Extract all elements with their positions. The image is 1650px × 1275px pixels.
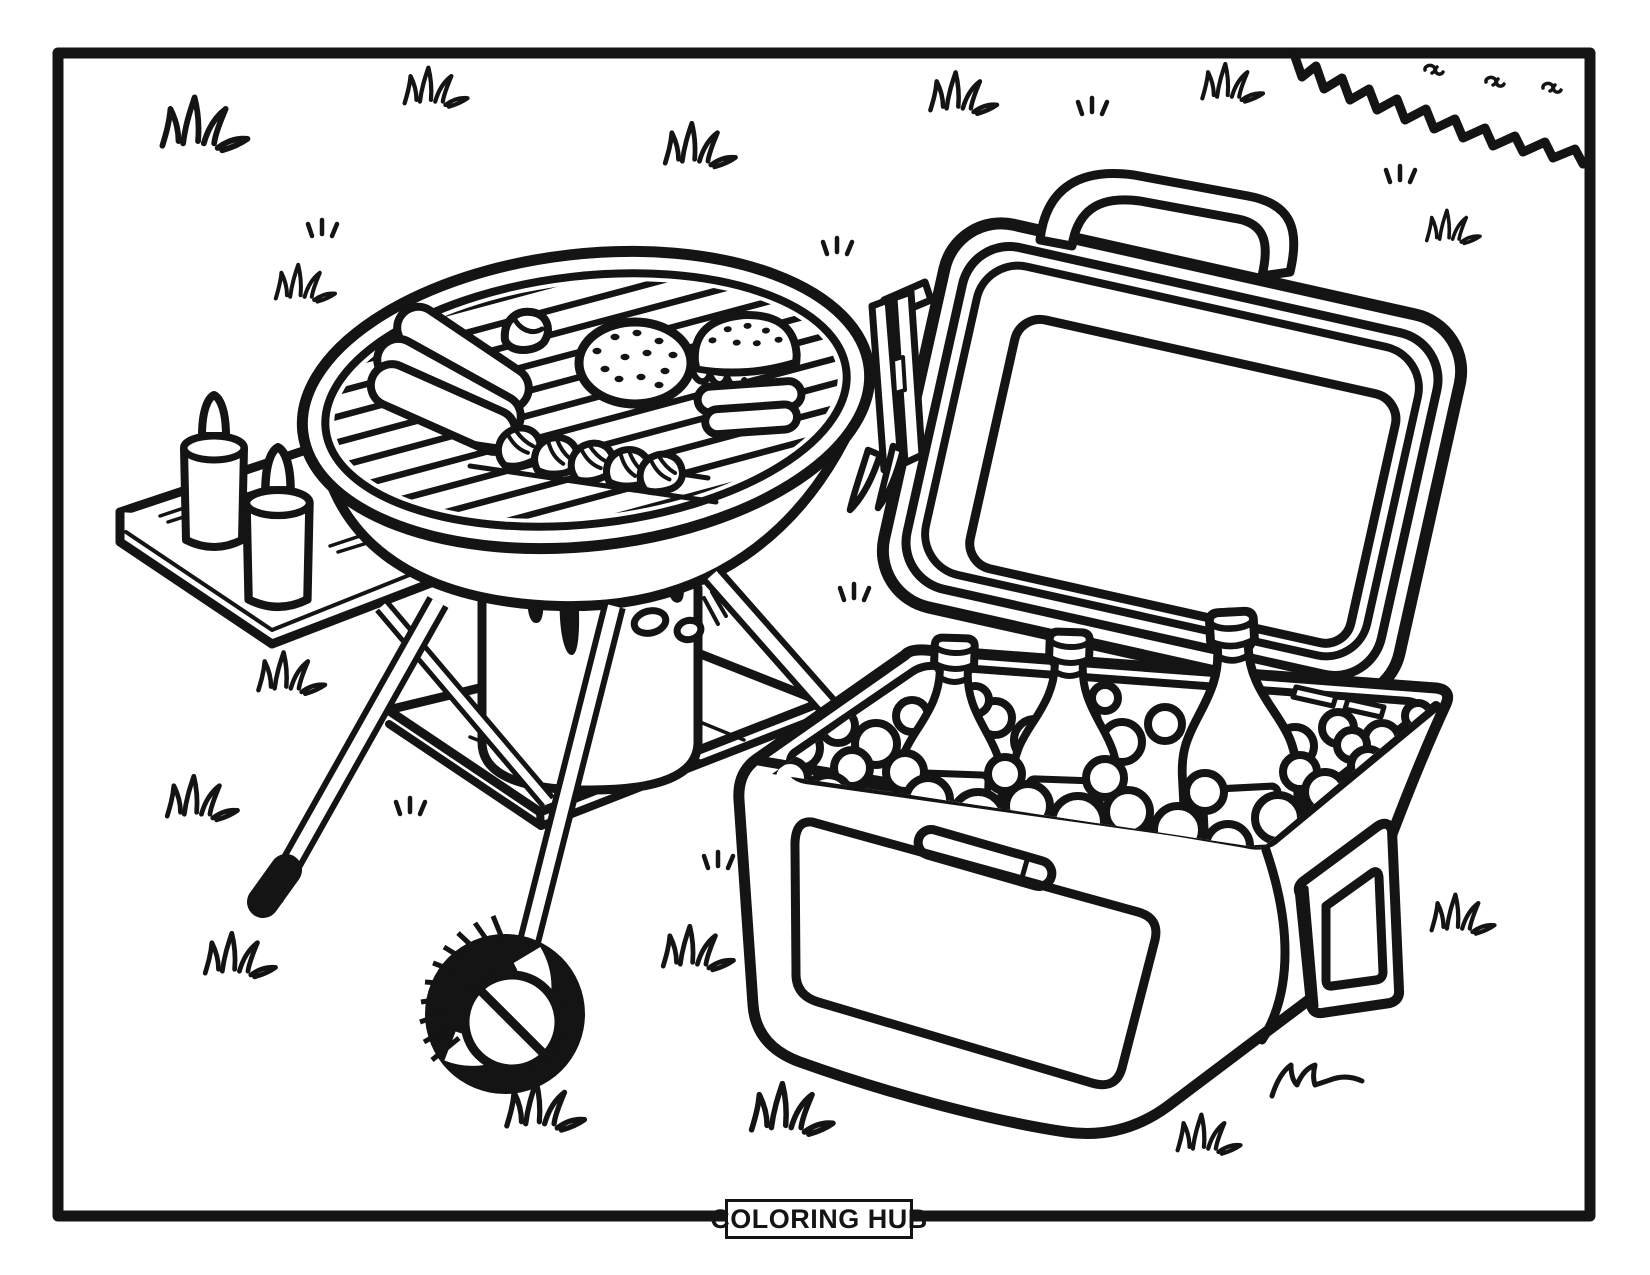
vent-hole (630, 607, 670, 637)
grass-tuft (276, 265, 335, 302)
grass-tuft (258, 652, 325, 693)
hinge-slots (1290, 684, 1387, 720)
squeeze-bottle (242, 443, 314, 612)
lid-handle (1035, 169, 1299, 281)
kebab-bite (500, 307, 552, 354)
grass-ticks (823, 238, 852, 254)
grass-tuft (1432, 895, 1495, 934)
grass-tuft (205, 933, 275, 977)
cooler-corner-edge (1257, 845, 1290, 1045)
sesame-burger-bun (574, 317, 696, 409)
kettle-grill (247, 245, 935, 1094)
squeeze-bottle (180, 391, 248, 551)
grass-tuft (405, 68, 468, 107)
bush-curl-icon (1541, 81, 1563, 94)
layered-burger (689, 311, 806, 439)
grass-ticks (704, 852, 733, 868)
grass-ticks (1386, 166, 1415, 182)
grass-tuft (162, 97, 247, 150)
grill-tongs (846, 278, 935, 514)
grass-squiggle (1269, 1062, 1365, 1099)
cooler-side-handle (1293, 818, 1405, 1019)
cooler-body (733, 606, 1454, 1140)
brand-plate: COLORING HUB (710, 1199, 927, 1239)
grass-tuft (663, 926, 733, 970)
brand-label: COLORING HUB (710, 1203, 928, 1234)
grass-ticks (396, 798, 425, 814)
grass-tuft (1178, 1115, 1241, 1154)
lid-inner-panel (965, 314, 1401, 648)
cooler-recess-panel (790, 817, 1161, 1090)
grass-tuft (167, 776, 237, 820)
shrimp-skewers (461, 426, 719, 505)
hot-dog (366, 302, 533, 456)
grass-tuft (665, 123, 735, 167)
cooler-lid (876, 169, 1468, 705)
grass-tuft (752, 1084, 833, 1135)
grass-tuft (930, 72, 997, 113)
grass-ticks (308, 220, 337, 236)
grass-tuft (1424, 208, 1482, 246)
bush-hedge-icon (1289, 49, 1596, 169)
bush-curl-icon (1484, 75, 1506, 88)
vent-hole (673, 616, 705, 644)
bush-curl-icon (1423, 63, 1445, 76)
grass-ticks (1078, 98, 1107, 114)
grass-ticks (840, 584, 869, 600)
grill-wheel (419, 915, 585, 1094)
leg-foot (247, 854, 302, 918)
grass-tuft (1202, 64, 1263, 102)
